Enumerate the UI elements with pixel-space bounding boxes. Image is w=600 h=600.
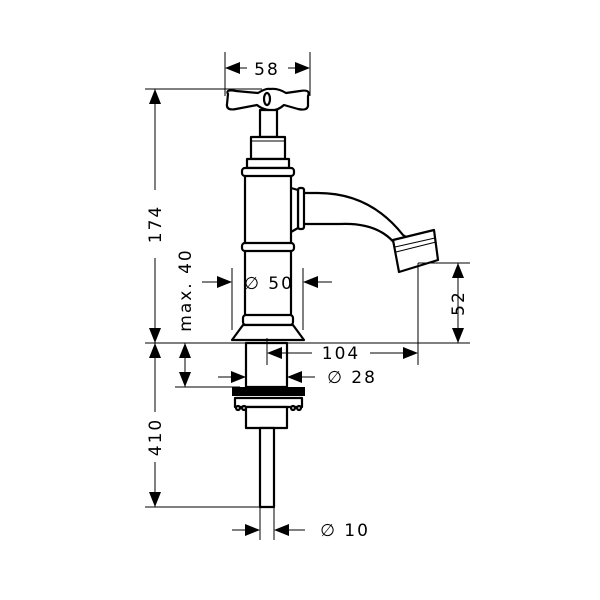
- nut: [245, 157, 291, 170]
- connection-rod: [258, 426, 276, 509]
- nozzle: [391, 228, 440, 274]
- dimension-lines: [149, 62, 464, 536]
- dim-spout-reach: 104: [322, 344, 360, 364]
- dim-total-height: 174: [146, 205, 166, 243]
- stem: [258, 108, 279, 139]
- dim-handle-width: 58: [254, 60, 280, 80]
- bonnet: [249, 135, 287, 161]
- dim-shank-diameter: ∅ 28: [327, 368, 377, 388]
- tap-outline: [225, 87, 440, 509]
- dim-max-thickness: max. 40: [176, 248, 196, 331]
- dim-rod-diameter: ∅ 10: [320, 521, 370, 541]
- base-flange: [230, 323, 306, 342]
- washer: [232, 387, 305, 396]
- dim-spout-height: 52: [449, 290, 469, 316]
- dim-body-diameter: ∅ 50: [244, 274, 294, 294]
- extension-lines: [145, 52, 470, 540]
- dim-shank-length: 410: [146, 418, 166, 456]
